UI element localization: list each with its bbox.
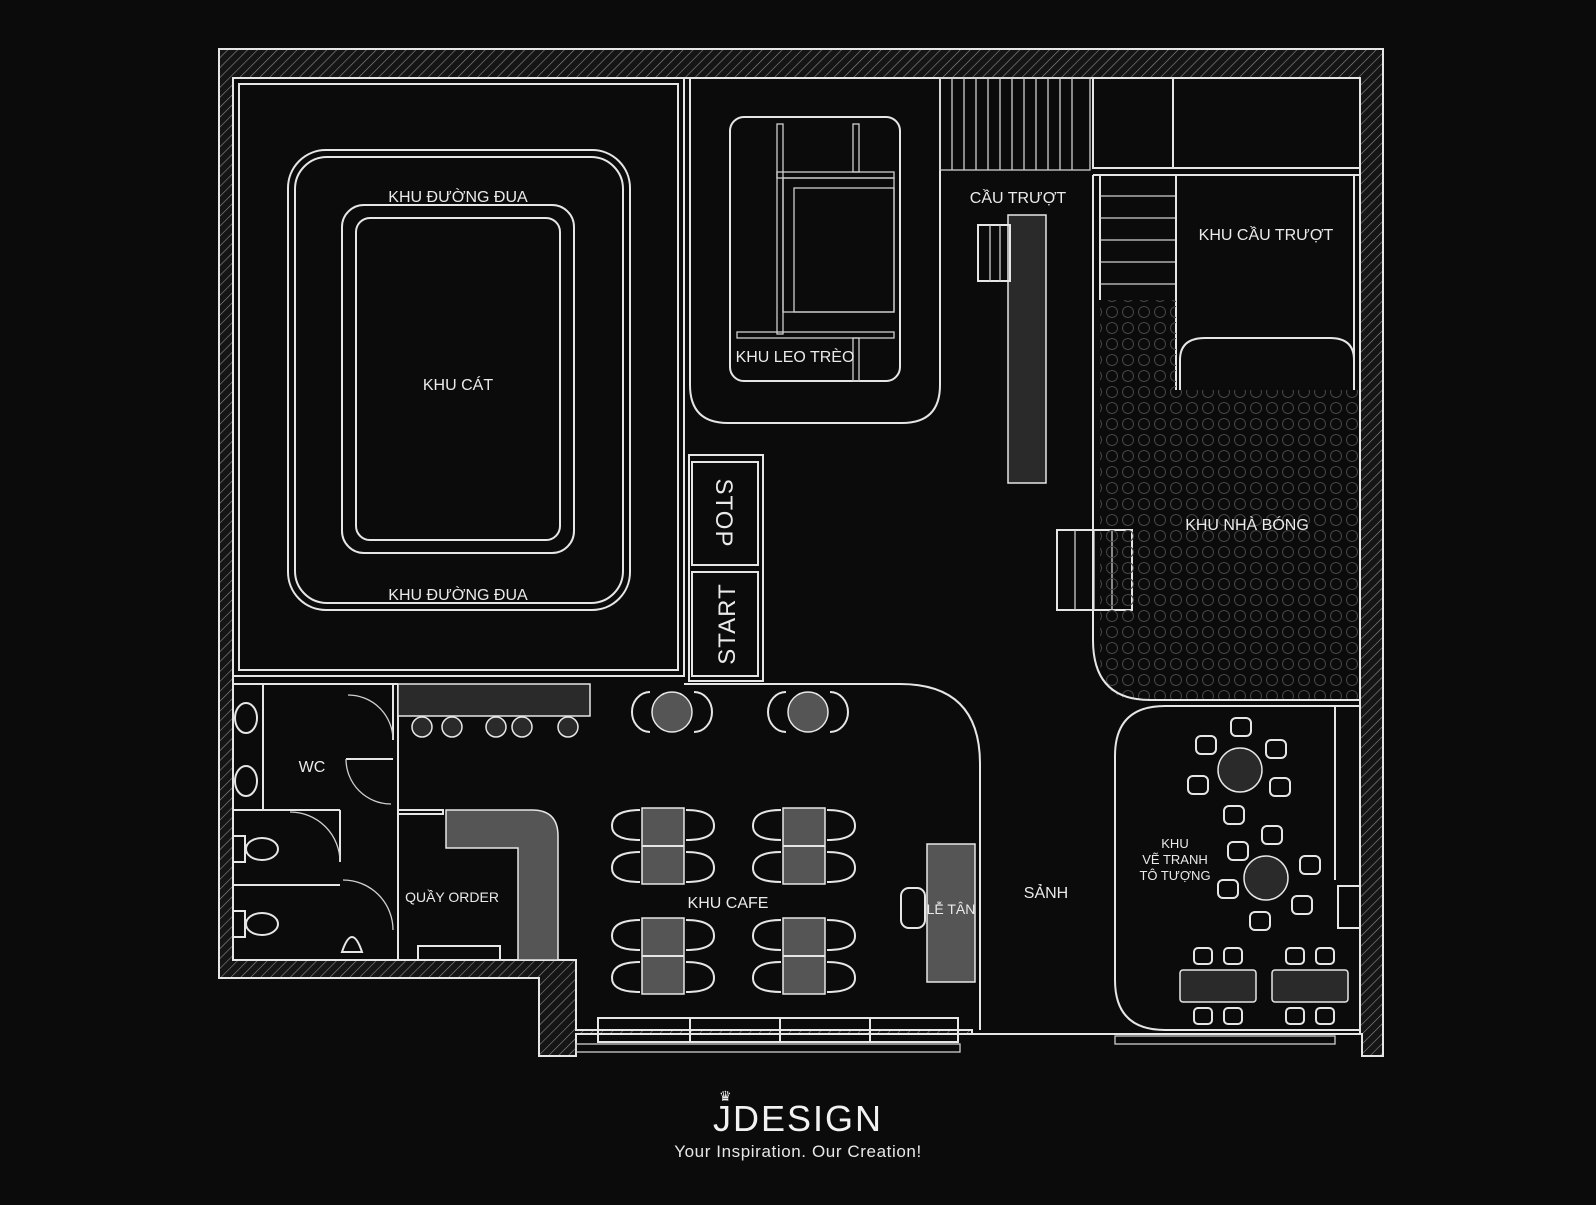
brand-name: JDESIGN xyxy=(712,1098,884,1139)
cafe-glass xyxy=(575,1043,961,1053)
crown-icon: ♛ xyxy=(718,1088,734,1104)
paint-label-1: KHU xyxy=(1161,836,1188,851)
brand-tagline: Your Inspiration. Our Creation! xyxy=(674,1142,922,1161)
stairs xyxy=(939,77,1091,171)
ball-house xyxy=(1092,175,1360,701)
brand-logo: ♛ JDESIGN xyxy=(712,1088,884,1140)
race-zone xyxy=(232,77,685,677)
start-label: START xyxy=(714,583,741,664)
slide-label: CẦU TRƯỢT xyxy=(970,188,1067,207)
paint-label-3: TÔ TƯỢNG xyxy=(1139,868,1210,883)
paint-label-2: VẼ TRANH xyxy=(1142,852,1208,867)
race-top-label: KHU ĐƯỜNG ĐUA xyxy=(388,187,528,206)
climb-label: KHU LEO TRÈO xyxy=(736,347,855,366)
race-bottom-label: KHU ĐƯỜNG ĐUA xyxy=(388,585,528,604)
slide-zone-label: KHU CẦU TRƯỢT xyxy=(1199,225,1334,244)
order-label: QUẦY ORDER xyxy=(405,889,499,905)
wc-zone xyxy=(232,683,399,960)
reception-desk xyxy=(900,843,976,983)
entrance-glass xyxy=(1114,1035,1336,1045)
stop-label: STOP xyxy=(710,479,737,548)
climb-zone xyxy=(689,78,941,424)
reception-label: LỄ TÂN xyxy=(927,901,976,917)
cafe-zone xyxy=(597,683,981,1043)
stop-box xyxy=(688,454,764,682)
wc-label: WC xyxy=(299,759,326,776)
lobby-label: SẢNH xyxy=(1024,883,1068,902)
start-inner xyxy=(691,571,759,677)
stop-inner xyxy=(691,461,759,566)
painting-zone xyxy=(1114,705,1361,1031)
brand-block: ♛ JDESIGN Your Inspiration. Our Creation… xyxy=(0,1088,1596,1162)
order-counter xyxy=(397,683,591,961)
ball-house-label: KHU NHÀ BÓNG xyxy=(1185,515,1309,534)
cafe-label: KHU CAFE xyxy=(688,895,769,912)
sand-label: KHU CÁT xyxy=(423,375,493,394)
stools xyxy=(1187,717,1335,1025)
